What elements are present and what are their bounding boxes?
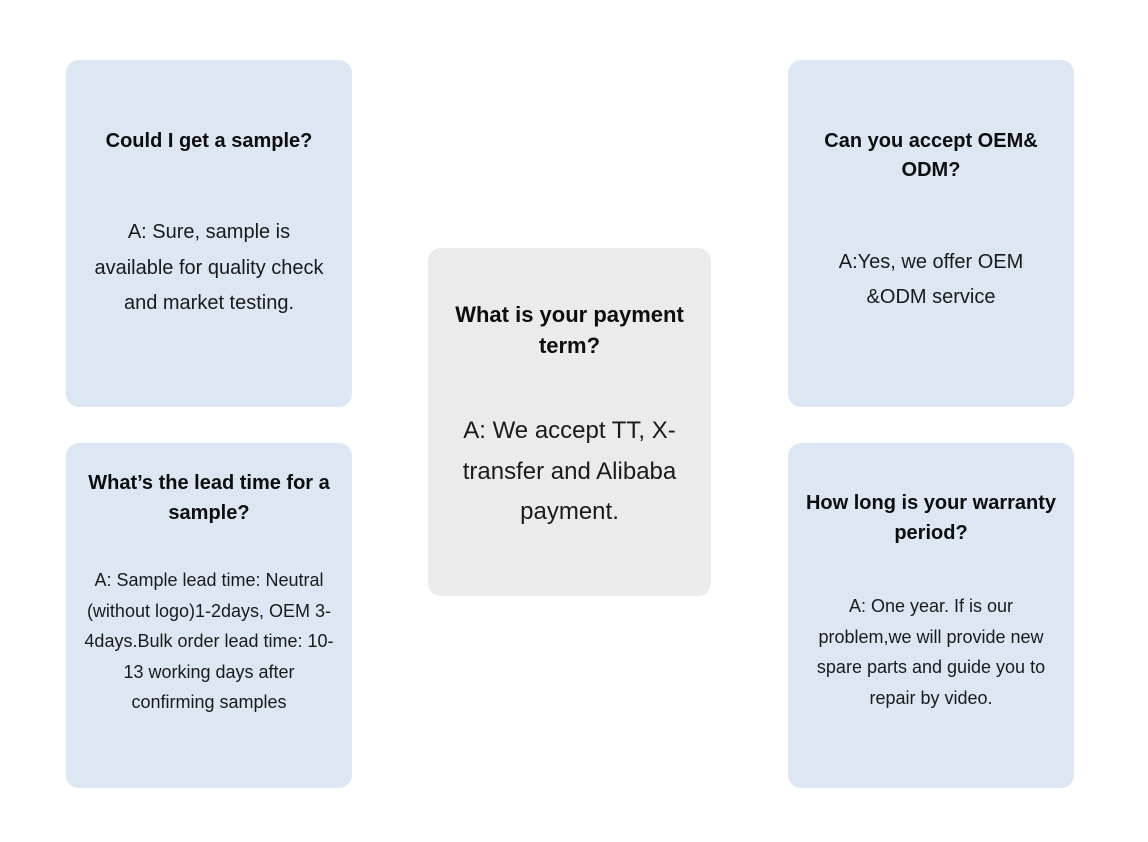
faq-card-warranty: How long is your warranty period? A: One… bbox=[788, 443, 1074, 788]
faq-answer-warranty: A: One year. If is our problem,we will p… bbox=[816, 596, 1046, 708]
faq-question-payment-term: What is your payment term? bbox=[455, 302, 684, 358]
faq-answer-lead-time: A: Sample lead time: Neutral (without lo… bbox=[84, 570, 334, 712]
faq-question-sample: Could I get a sample? bbox=[105, 130, 313, 152]
faq-question-lead-time: What’s the lead time for a sample? bbox=[88, 472, 330, 524]
faq-card-payment-term: What is your payment term? A: We accept … bbox=[428, 248, 711, 596]
faq-card-oem-odm: Can you accept OEM& ODM? A:Yes, we offer… bbox=[788, 60, 1074, 407]
faq-card-sample: Could I get a sample? A: Sure, sample is… bbox=[66, 60, 352, 407]
faq-card-lead-time: What’s the lead time for a sample? A: Sa… bbox=[66, 443, 352, 788]
faq-question-warranty: How long is your warranty period? bbox=[805, 492, 1057, 544]
faq-answer-oem-odm: A:Yes, we offer OEM &ODM service bbox=[838, 251, 1024, 308]
faq-answer-sample: A: Sure, sample is available for quality… bbox=[94, 221, 324, 314]
faq-question-oem-odm: Can you accept OEM& ODM? bbox=[824, 130, 1038, 181]
faq-answer-payment-term: A: We accept TT, X-transfer and Alibaba … bbox=[462, 417, 677, 525]
